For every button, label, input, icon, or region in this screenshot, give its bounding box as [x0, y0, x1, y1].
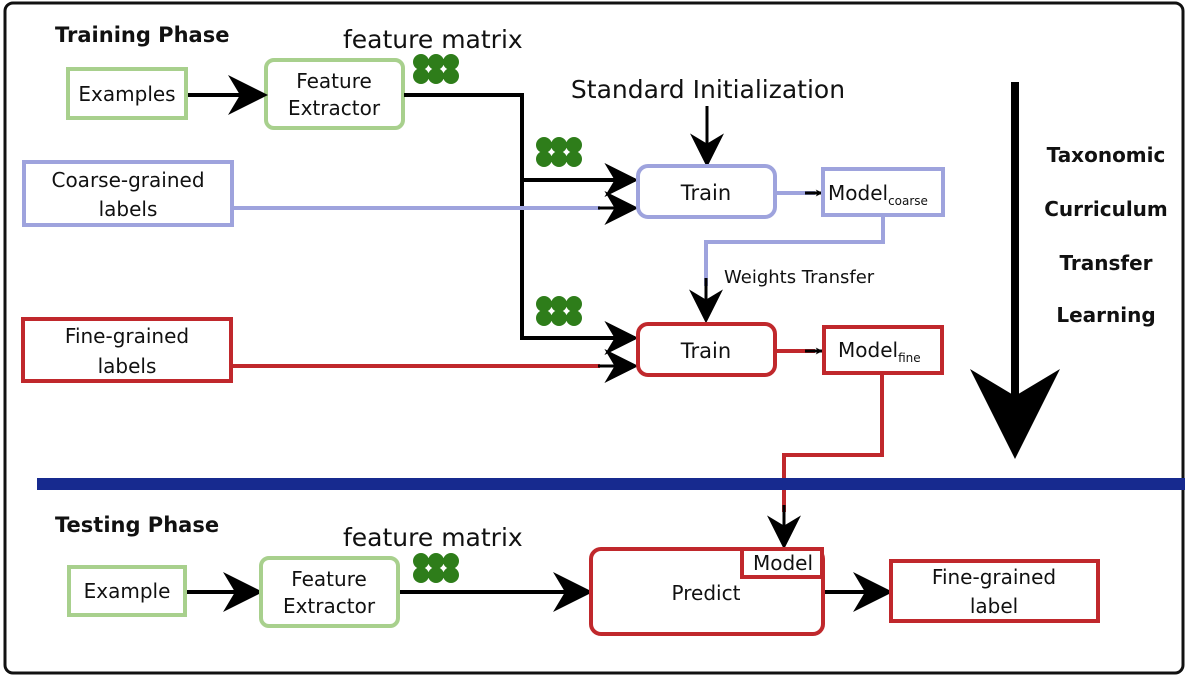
feature-extractor-train-line2: Extractor: [288, 96, 381, 120]
feature-matrix-label-test: feature matrix: [343, 523, 523, 552]
feature-dots-train-coarse: [536, 137, 582, 167]
model-coarse-main: Model: [828, 181, 888, 205]
output-line1: Fine-grained: [932, 565, 1056, 589]
side-label-line2: Curriculum: [1044, 197, 1168, 221]
model-fine-sub: fine: [898, 351, 921, 365]
examples-label: Examples: [78, 82, 175, 106]
testing-phase-title: Testing Phase: [55, 513, 219, 537]
arrow-features-to-train-fine: [404, 93, 639, 355]
training-phase-title: Training Phase: [55, 23, 229, 47]
side-label-line3: Transfer: [1059, 251, 1152, 275]
fine-labels-line1: Fine-grained: [65, 324, 189, 348]
feature-matrix-label-train: feature matrix: [343, 25, 523, 54]
predict-model-tag: [740, 547, 824, 579]
predict-label: Predict: [672, 581, 741, 605]
side-label-line1: Taxonomic: [1047, 143, 1166, 167]
model-fine-main: Model: [838, 338, 898, 362]
example-box: [67, 565, 187, 617]
predict-model-tag-label: Model: [753, 551, 813, 575]
examples-box: [66, 67, 188, 120]
standard-init-label: Standard Initialization: [571, 75, 845, 104]
feature-dots-train-fine: [536, 296, 582, 326]
fine-labels-box: [21, 317, 233, 383]
model-fine-box: [822, 325, 944, 375]
train-fine-box: [636, 322, 777, 377]
phase-divider: [37, 478, 1185, 490]
model-coarse-sub: coarse: [888, 194, 928, 208]
feature-dots-test: [413, 553, 459, 583]
model-coarse-box: [821, 167, 945, 217]
model-coarse-label: Modelcoarse: [828, 181, 928, 208]
coarse-labels-line2: labels: [99, 197, 158, 221]
model-fine-label: Modelfine: [838, 338, 921, 365]
output-box: [889, 559, 1100, 623]
train-coarse-box: [636, 164, 777, 219]
coarse-labels-box: [22, 160, 234, 227]
train-fine-label: Train: [680, 339, 731, 363]
weights-transfer-label: Weights Transfer: [724, 267, 875, 288]
example-label: Example: [84, 579, 171, 603]
feature-dots-train-top: [413, 54, 459, 84]
feature-extractor-test-box: [259, 556, 400, 628]
fine-labels-line2: labels: [98, 354, 157, 378]
feature-extractor-train-line1: Feature: [296, 69, 372, 93]
side-label-line4: Learning: [1056, 303, 1155, 327]
coarse-labels-line1: Coarse-grained: [51, 168, 204, 192]
feature-extractor-test-line2: Extractor: [283, 594, 376, 618]
train-coarse-label: Train: [680, 181, 731, 205]
line-weights-transfer: [704, 216, 885, 286]
feature-extractor-test-line1: Feature: [291, 567, 367, 591]
output-line2: label: [970, 594, 1018, 618]
